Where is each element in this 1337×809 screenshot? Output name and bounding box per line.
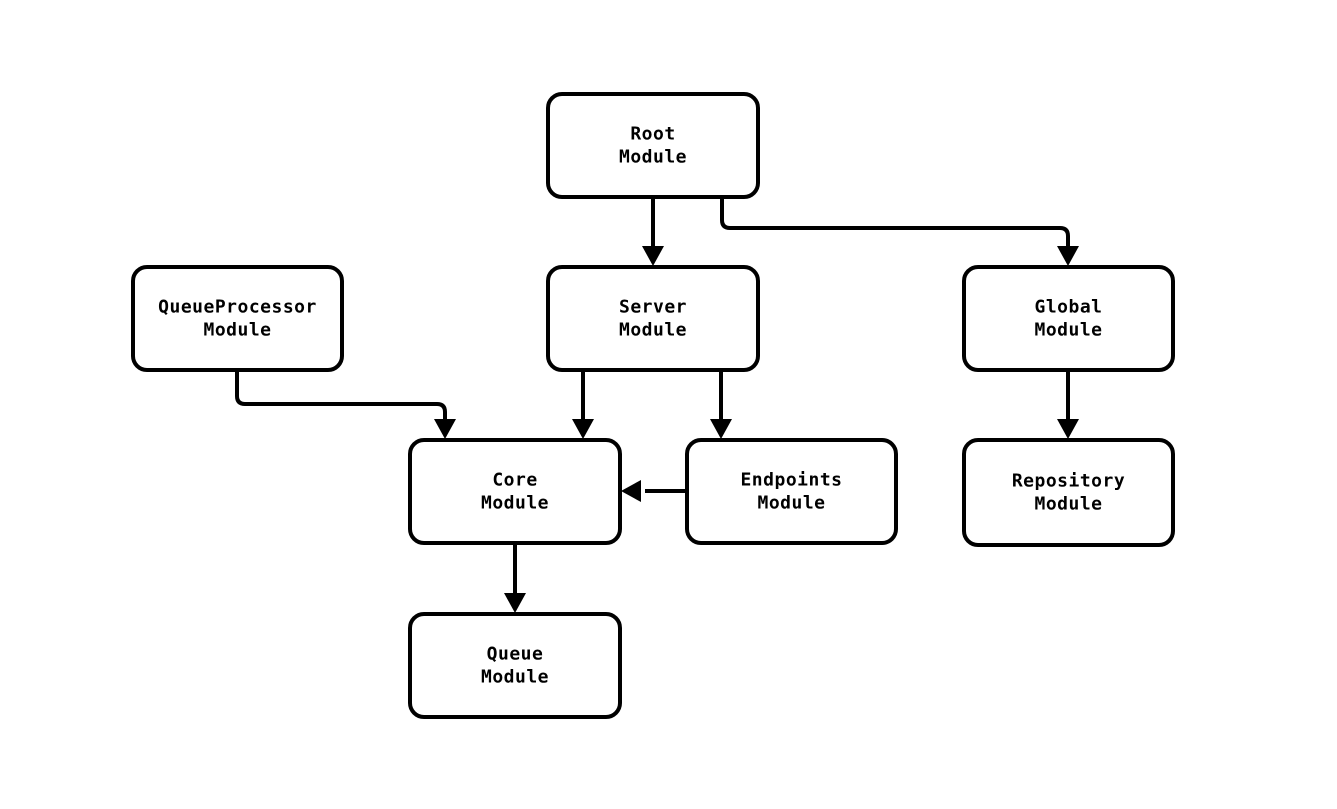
node-server-label-line1: Server <box>619 297 687 318</box>
arrow-into-endpoints-icon <box>710 419 732 439</box>
node-global-box[interactable] <box>962 265 1175 372</box>
node-repository-label-line1: Repository <box>1012 471 1125 492</box>
node-core-box[interactable] <box>408 438 622 545</box>
node-root-box[interactable] <box>546 92 760 199</box>
node-endpoints-box[interactable] <box>685 438 898 545</box>
node-endpoints-label-line2: Module <box>757 493 825 514</box>
nodes-layer: RootModuleQueueProcessorModuleServerModu… <box>131 92 1175 719</box>
node-root-label-line2: Module <box>619 147 687 168</box>
node-queue-box[interactable] <box>408 612 622 719</box>
arrow-into-core-side-icon <box>621 480 641 502</box>
node-core-label-line1: Core <box>492 470 537 491</box>
node-global-label-line2: Module <box>1034 320 1102 341</box>
arrow-into-core-mid-icon <box>572 419 594 439</box>
arrow-into-server-icon <box>642 246 664 266</box>
arrow-into-global-icon <box>1057 246 1079 266</box>
node-core-label-line2: Module <box>481 493 549 514</box>
edge-queueprocessor-to-core <box>235 370 447 419</box>
node-endpoints-label-line1: Endpoints <box>740 470 842 491</box>
node-server-label-line2: Module <box>619 320 687 341</box>
edge-root-to-global <box>720 197 1070 246</box>
arrow-into-queue-icon <box>504 593 526 613</box>
edges-layer <box>235 197 1070 593</box>
node-queue-label-line1: Queue <box>487 644 544 665</box>
node-server-box[interactable] <box>546 265 760 372</box>
node-queueprocessor-label-line1: QueueProcessor <box>158 297 317 318</box>
node-repository-label-line2: Module <box>1034 494 1102 515</box>
arrowheads-layer <box>434 246 1079 613</box>
arrow-into-core-left-icon <box>434 419 456 439</box>
node-global-label-line1: Global <box>1034 297 1102 318</box>
node-queueprocessor-label-line2: Module <box>203 320 271 341</box>
node-queue-label-line2: Module <box>481 667 549 688</box>
node-queueprocessor-box[interactable] <box>131 265 344 372</box>
arrow-into-repository-icon <box>1057 419 1079 439</box>
node-root-label-line1: Root <box>630 124 675 145</box>
node-repository-box[interactable] <box>962 438 1175 547</box>
